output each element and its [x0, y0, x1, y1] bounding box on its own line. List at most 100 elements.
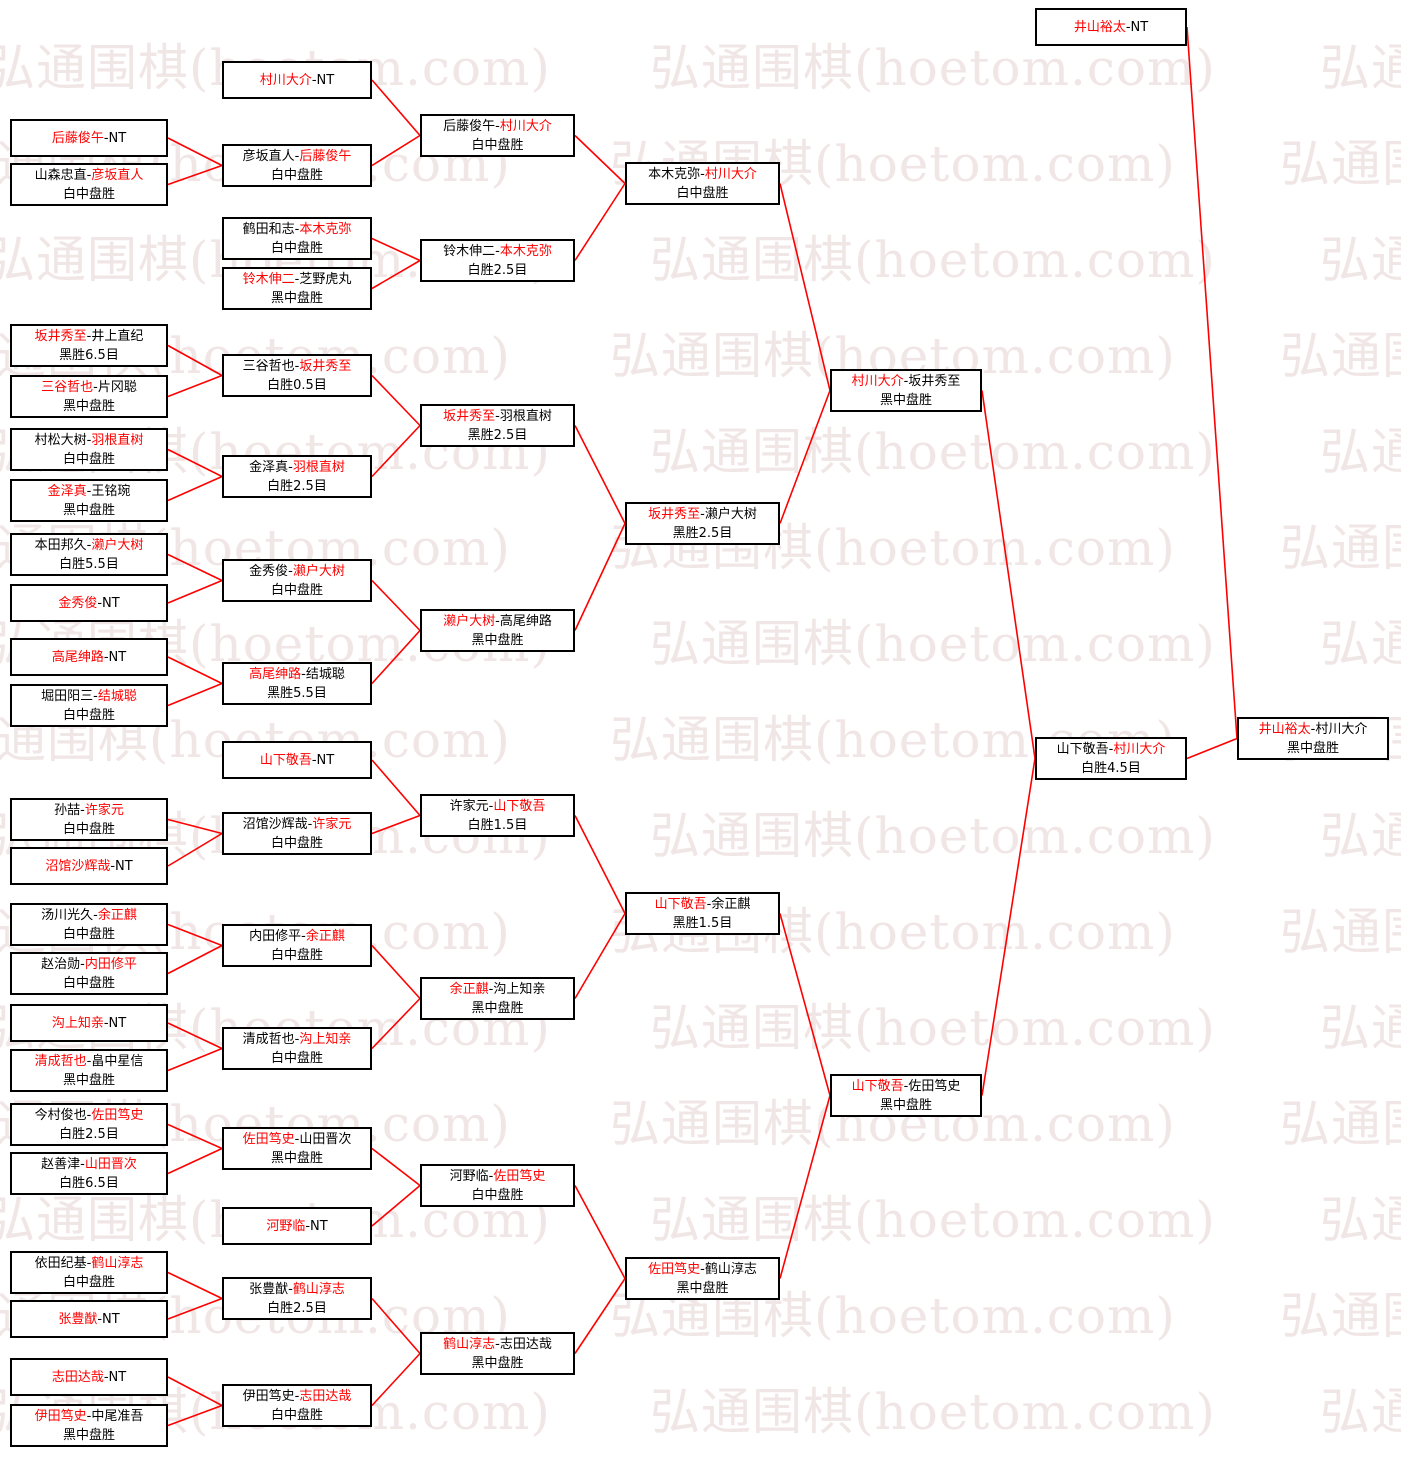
match-players: 汤川光久-余正麒 [41, 906, 137, 925]
player-name: 金泽真- [249, 459, 293, 475]
match-result: 白中盘胜 [270, 582, 323, 598]
match-box: 坂井秀至-濑户大树黑胜2.5目 [625, 502, 780, 545]
winner-name: 村川大介 [259, 72, 312, 88]
bracket-edge [167, 579, 223, 604]
winner-name: 志田达哉 [299, 1388, 352, 1404]
player-name: -片冈聪 [93, 379, 137, 395]
bracket-edge [167, 475, 223, 502]
player-name: 伊田笃史- [242, 1388, 300, 1404]
player-name: -志田达哉 [495, 1336, 552, 1352]
winner-name: 濑户大树 [91, 537, 144, 553]
winner-name: 本木克弥 [499, 243, 552, 259]
winner-name: 高尾绅路 [249, 666, 302, 682]
match-box: 山下敬吾-余正麒黑胜1.5目 [625, 892, 780, 935]
match-box: 后藤俊午-村川大介白中盘胜 [420, 114, 575, 157]
match-box: 赵治勋-内田修平白中盘胜 [10, 952, 168, 995]
match-box: 清成哲也-畠中星信黑中盘胜 [10, 1049, 168, 1092]
bracket-edge [167, 944, 223, 975]
player-name: -村川大介 [1310, 721, 1368, 737]
bracket-edge [371, 944, 421, 1000]
winner-name: 村川大介 [499, 118, 552, 134]
bye-box: 沟上知亲-NT [10, 1004, 168, 1042]
bracket-edge [167, 553, 223, 582]
winner-name: 濑户大树 [443, 613, 496, 629]
bracket-edge [1186, 737, 1238, 760]
bye-box: 张豊猷-NT [10, 1300, 168, 1338]
match-players: 赵治勋-内田修平 [41, 955, 137, 974]
match-result: 黑中盘胜 [1286, 740, 1339, 756]
player-name: -NT [311, 72, 335, 88]
match-players: 今村俊也-佐田笃史 [35, 1106, 144, 1125]
match-players: 后藤俊午-NT [52, 129, 126, 148]
player-name: 河野临- [449, 1168, 494, 1184]
match-box: 山下敬吾-村川大介白胜4.5目 [1035, 737, 1187, 780]
player-name: -NT [97, 1311, 120, 1327]
bracket-edge [167, 656, 223, 685]
winner-name: 内田修平 [84, 956, 137, 972]
match-box: 余正麒-沟上知亲黑中盘胜 [420, 977, 575, 1020]
bracket-edge [167, 832, 223, 867]
player-name: -NT [103, 1015, 127, 1031]
player-name: 村松大树- [34, 432, 92, 448]
bracket-edge [574, 425, 626, 524]
bracket-edge [371, 1147, 421, 1187]
player-name: -王铭琬 [86, 483, 131, 499]
player-name: -高尾绅路 [495, 613, 552, 629]
winner-name: 余正麒 [305, 928, 345, 944]
match-result: 白胜2.5目 [59, 1126, 119, 1142]
bye-box: 河野临-NT [222, 1207, 372, 1245]
match-players: 张豊猷-鹤山淳志 [249, 1280, 345, 1299]
match-box: 清成哲也-沟上知亲白中盘胜 [222, 1027, 372, 1070]
match-result: 白中盘胜 [270, 167, 323, 183]
match-box: 佐田笃史-山田晋次黑中盘胜 [222, 1127, 372, 1170]
match-players: 许家元-山下敬吾 [450, 797, 546, 816]
bracket-edge [574, 523, 626, 631]
match-players: 高尾绅路-结城聪 [249, 665, 345, 684]
winner-name: 佐田笃史 [493, 1168, 546, 1184]
match-result: 白中盘胜 [62, 707, 115, 723]
bracket-edge [371, 997, 421, 1050]
winner-name: 河野临 [266, 1218, 306, 1234]
player-name: 内田修平- [249, 928, 306, 944]
match-result: 黑中盘胜 [676, 1280, 729, 1296]
player-name: 汤川光久- [41, 907, 98, 923]
match-result: 白中盘胜 [676, 185, 729, 201]
match-box: 三谷哲也-坂井秀至白胜0.5目 [222, 354, 372, 397]
player-name: 鹤田和志- [242, 221, 300, 237]
player-name: 铃木伸二- [443, 243, 500, 259]
bracket-edge [371, 1184, 421, 1227]
match-box: 赵善津-山田晋次白胜6.5目 [10, 1152, 168, 1195]
match-result: 黑胜5.5目 [267, 685, 327, 701]
winner-name: 山下敬吾 [654, 896, 707, 912]
winner-name: 山下敬吾 [493, 798, 546, 814]
match-result: 白胜5.5目 [59, 556, 119, 572]
match-players: 余正麒-沟上知亲 [450, 980, 546, 999]
match-result: 白胜6.5目 [59, 1175, 119, 1191]
match-players: 金秀俊-濑户大树 [249, 562, 345, 581]
match-box: 金秀俊-濑户大树白中盘胜 [222, 559, 372, 602]
player-name: -结城聪 [301, 666, 345, 682]
winner-name: 伊田笃史 [34, 1408, 87, 1424]
winner-name: 后藤俊午 [299, 148, 352, 164]
player-name: -NT [103, 1369, 127, 1385]
player-name: 今村俊也- [34, 1107, 92, 1123]
bracket-edge [371, 424, 421, 478]
match-result: 黑中盘胜 [471, 1000, 524, 1016]
bracket-edge [779, 390, 831, 524]
winner-name: 山下敬吾 [851, 1078, 904, 1094]
player-name: -NT [103, 649, 127, 665]
winner-name: 村川大介 [704, 166, 757, 182]
player-name: 清成哲也- [242, 1031, 300, 1047]
match-players: 沼馆沙辉哉-许家元 [243, 815, 352, 834]
match-players: 孙喆-许家元 [54, 801, 124, 820]
match-box: 坂井秀至-井上直纪黑胜6.5目 [10, 324, 168, 367]
match-result: 白中盘胜 [270, 1407, 323, 1423]
winner-name: 本木克弥 [299, 221, 352, 237]
winner-name: 井山裕太 [1258, 721, 1311, 737]
match-box: 高尾绅路-结城聪黑胜5.5目 [222, 662, 372, 705]
match-result: 白中盘胜 [471, 137, 524, 153]
player-name: 后藤俊午- [443, 118, 500, 134]
bye-box: 高尾绅路-NT [10, 638, 168, 676]
match-players: 井山裕太-NT [1074, 18, 1148, 37]
